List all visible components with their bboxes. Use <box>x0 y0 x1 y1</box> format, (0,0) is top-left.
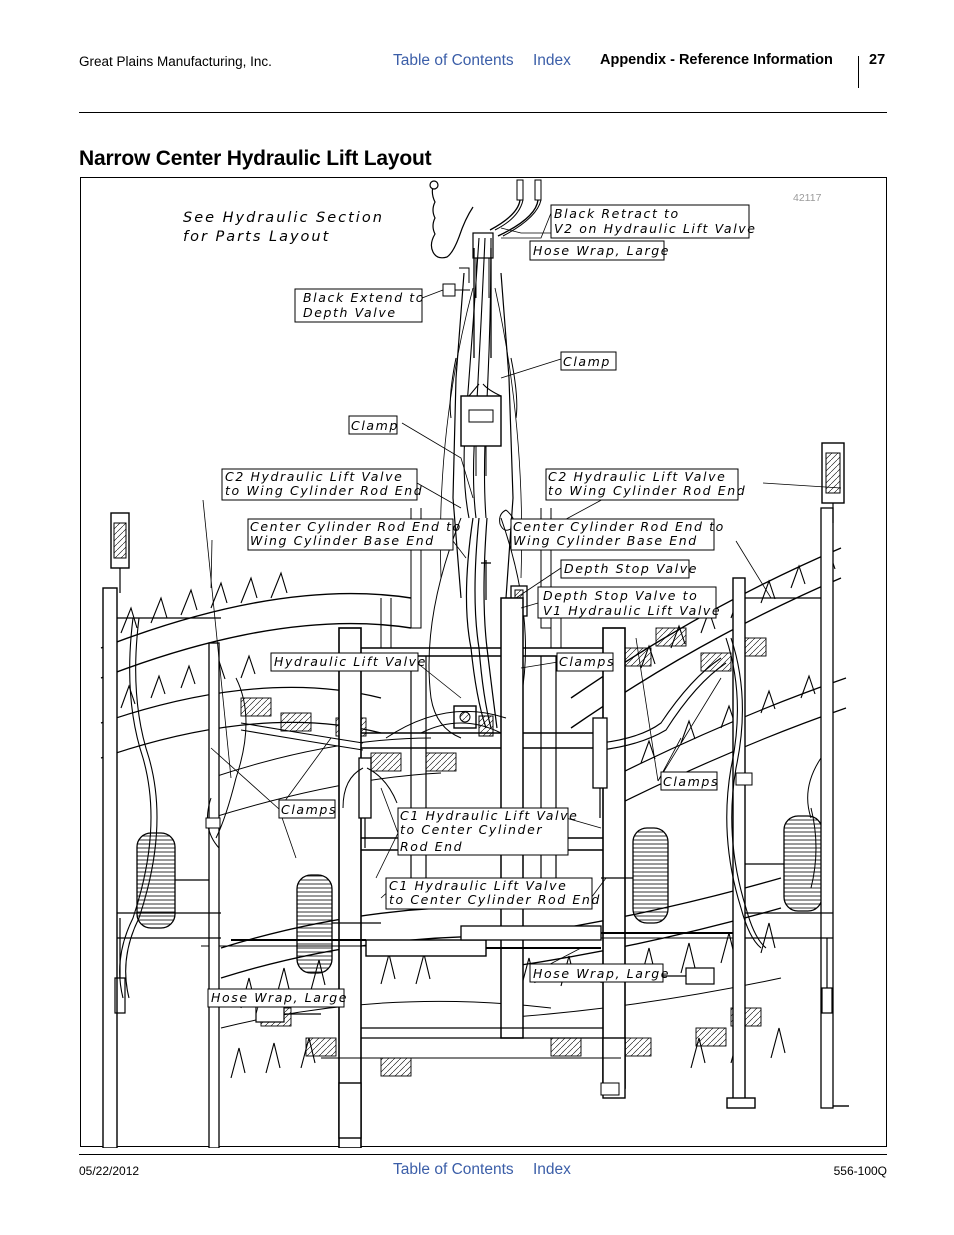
note-line1: See Hydraulic Section <box>183 210 384 226</box>
callout-clamps-right: Clamps <box>663 774 719 789</box>
svg-text:42117: 42117 <box>793 192 822 204</box>
page-title: Narrow Center Hydraulic Lift Layout <box>79 147 432 170</box>
callout-center-rod-left-1: Center Cylinder Rod End to <box>250 519 462 534</box>
callout-clamps-center: Clamps <box>559 654 615 669</box>
callout-c1-3: Rod End <box>400 839 463 854</box>
header-rule <box>79 112 887 113</box>
callout-center-rod-left-2: Wing Cylinder Base End <box>250 533 435 548</box>
figure-id: 42117 <box>793 192 822 204</box>
callout-boxes <box>207 204 750 1008</box>
callout-center-rod-right-1: Center Cylinder Rod End to <box>513 519 725 534</box>
header-divider <box>858 56 859 88</box>
company-name: Great Plains Manufacturing, Inc. <box>79 54 272 69</box>
callout-c1-1: C1 Hydraulic Lift Valve <box>400 808 578 823</box>
callout-hose-wrap-right: Hose Wrap, Large <box>533 966 670 981</box>
footer-toc-link[interactable]: Table of Contents <box>393 1161 514 1178</box>
callout-hose-wrap-left: Hose Wrap, Large <box>211 990 348 1005</box>
callout-black-extend-2: Depth Valve <box>303 305 397 320</box>
hydraulic-layout-drawing: 42117 <box>100 179 849 1148</box>
section-title: Appendix - Reference Information <box>600 52 833 68</box>
callout-c2-left-2: to Wing Cylinder Rod End <box>225 483 423 498</box>
callout-depth-stop-v1-1: Depth Stop Valve to <box>543 588 698 603</box>
callout-clamp-upper: Clamp <box>563 354 611 369</box>
callout-black-retract-2: V2 on Hydraulic Lift Valve <box>554 221 757 236</box>
callout-black-extend-1: Black Extend to <box>303 290 425 305</box>
callout-depth-stop-valve: Depth Stop Valve <box>564 561 698 576</box>
note-line2: for Parts Layout <box>183 229 330 245</box>
footer-index-link[interactable]: Index <box>533 1161 571 1178</box>
header-index-link[interactable]: Index <box>533 52 571 69</box>
callout-c1-b-1: C1 Hydraulic Lift Valve <box>389 878 567 893</box>
callout-hydraulic-lift-valve: Hydraulic Lift Valve <box>274 654 427 669</box>
footer-rule <box>79 1154 887 1155</box>
footer-doc-number: 556-100Q <box>833 1164 887 1178</box>
leader-lines <box>202 212 842 1015</box>
hydraulic-lift-figure: 42117 <box>80 177 887 1148</box>
callout-c2-right-2: to Wing Cylinder Rod End <box>548 483 746 498</box>
callout-c2-right-1: C2 Hydraulic Lift Valve <box>548 469 726 484</box>
callout-c1-b-2: to Center Cylinder Rod End <box>389 892 601 907</box>
callout-depth-stop-v1-2: V1 Hydraulic Lift Valve <box>543 603 721 618</box>
callout-c2-left-1: C2 Hydraulic Lift Valve <box>225 469 403 484</box>
callout-hose-wrap-top: Hose Wrap, Large <box>533 243 670 258</box>
callout-center-rod-right-2: Wing Cylinder Base End <box>513 533 698 548</box>
callout-clamps-left: Clamps <box>281 802 337 817</box>
footer-date: 05/22/2012 <box>79 1164 140 1178</box>
page-number: 27 <box>869 52 886 68</box>
header-toc-link[interactable]: Table of Contents <box>393 52 514 69</box>
callout-c1-2: to Center Cylinder <box>400 822 543 837</box>
callout-black-retract-1: Black Retract to <box>554 206 680 221</box>
callout-clamp-left: Clamp <box>351 418 399 433</box>
